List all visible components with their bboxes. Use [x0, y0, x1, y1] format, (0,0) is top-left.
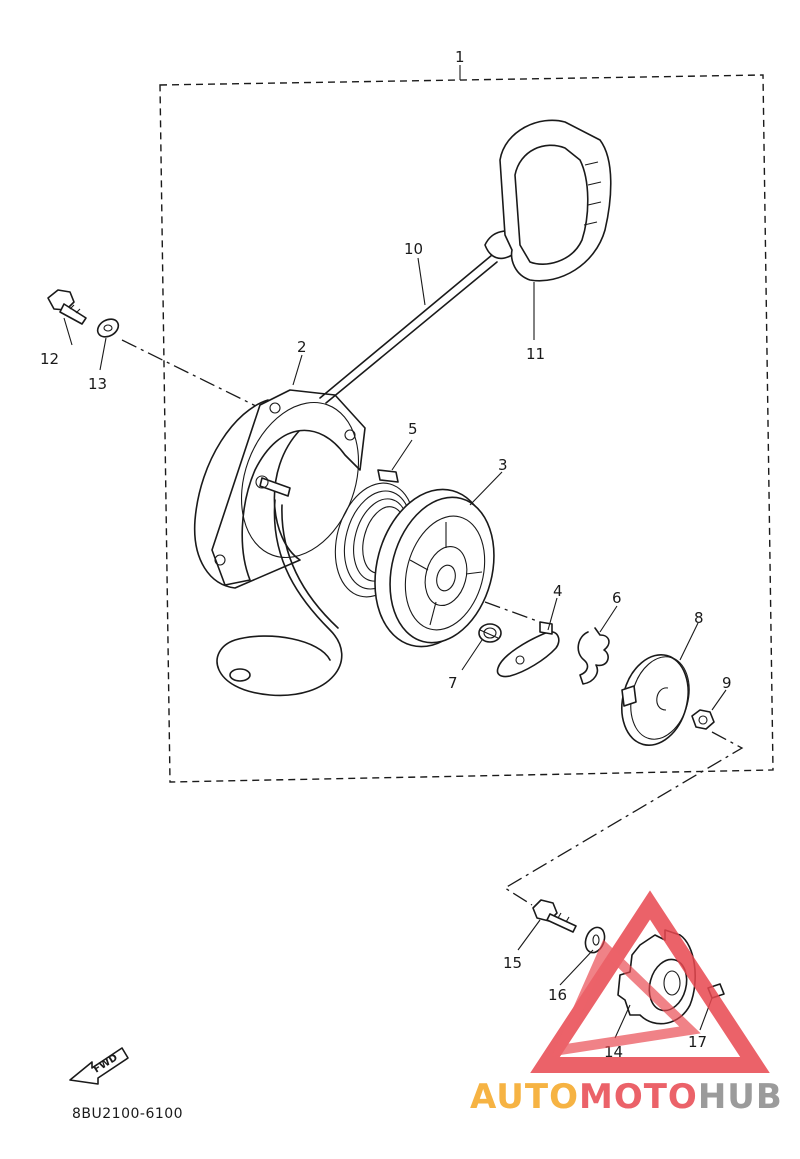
leader-line-3-to-4 — [484, 601, 541, 623]
leader-line-13-to-2 — [121, 339, 269, 413]
callout-9: 9 — [722, 674, 732, 692]
callout-leaders — [63, 257, 727, 1039]
callout-7: 7 — [448, 674, 458, 692]
callout-12: 12 — [40, 350, 59, 368]
part-nut-9 — [691, 709, 715, 730]
part-rope-10 — [319, 254, 493, 399]
rope-loop — [216, 499, 343, 697]
callout-15: 15 — [503, 954, 522, 972]
callout-16: 16 — [548, 986, 567, 1004]
assembly-boundary — [159, 74, 774, 783]
callout-4: 4 — [553, 582, 563, 600]
watermark-logo: AUTOMOTOHUB — [470, 890, 783, 1117]
part-guide-6 — [577, 627, 610, 685]
callout-1: 1 — [455, 48, 465, 66]
part-washer-13 — [96, 318, 120, 338]
part-spring-7 — [478, 623, 502, 643]
callout-6: 6 — [612, 589, 622, 607]
part-bolt-15 — [532, 899, 577, 933]
watermark-hub: HUB — [698, 1077, 783, 1117]
fwd-arrow-icon: FWD — [69, 1047, 129, 1085]
callout-8: 8 — [694, 609, 704, 627]
watermark-moto: MOTO — [579, 1077, 698, 1117]
callout-17: 17 — [688, 1033, 707, 1051]
watermark-auto: AUTO — [470, 1077, 579, 1117]
diagram-code: 8BU2100-6100 — [72, 1106, 183, 1122]
leader-line-9-to-15 — [503, 731, 744, 906]
callout-labels: 1 2 3 4 5 6 7 8 9 10 11 12 13 14 15 16 1… — [40, 48, 732, 1061]
callout-13: 13 — [88, 375, 107, 393]
callout-5: 5 — [408, 420, 418, 438]
part-starter-case-2 — [193, 389, 366, 589]
callout-10: 10 — [404, 240, 423, 258]
callout-3: 3 — [498, 456, 508, 474]
part-drive-plate-8 — [621, 654, 690, 746]
svg-text:AUTOMOTOHUB: AUTOMOTOHUB — [470, 1077, 783, 1117]
callout-11: 11 — [526, 345, 545, 363]
part-reel-3 — [374, 488, 495, 648]
part-handle-11 — [484, 119, 612, 282]
callout-2: 2 — [297, 338, 307, 356]
part-bolt-12 — [47, 289, 87, 325]
part-ratchet-4 — [496, 621, 560, 678]
